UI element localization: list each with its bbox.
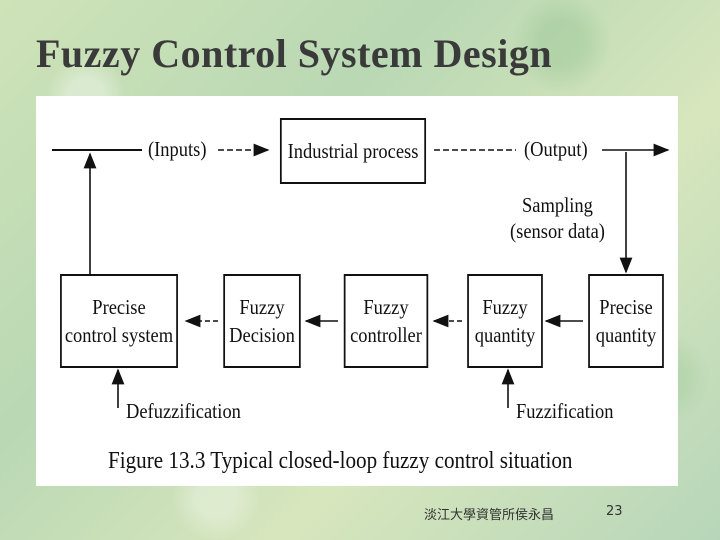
precise-quantity-box: Precise quantity: [588, 274, 664, 368]
footer-author: 淡江大學資管所侯永昌: [424, 508, 555, 523]
fuzzy-quantity-box: Fuzzy quantity: [467, 274, 543, 368]
figure-caption: Figure 13.3 Typical closed-loop fuzzy co…: [108, 448, 573, 474]
slide-title: Fuzzy Control System Design: [36, 31, 553, 76]
industrial-process-box: Industrial process: [279, 118, 427, 184]
block-diagram: Industrial process Precise control syste…: [36, 96, 678, 486]
defuzzification-label: Defuzzification: [126, 399, 241, 423]
precise-control-system-box: Precise control system: [60, 274, 178, 368]
output-label: (Output): [524, 137, 588, 161]
inputs-label: (Inputs): [148, 137, 207, 161]
fuzzification-label: Fuzzification: [516, 399, 614, 423]
diagram-connectors: [52, 143, 670, 408]
sampling-label: Sampling (sensor data): [510, 193, 605, 244]
fuzzy-decision-box: Fuzzy Decision: [223, 274, 301, 368]
page-number: 23: [606, 504, 623, 519]
fuzzy-controller-box: Fuzzy controller: [343, 274, 429, 368]
